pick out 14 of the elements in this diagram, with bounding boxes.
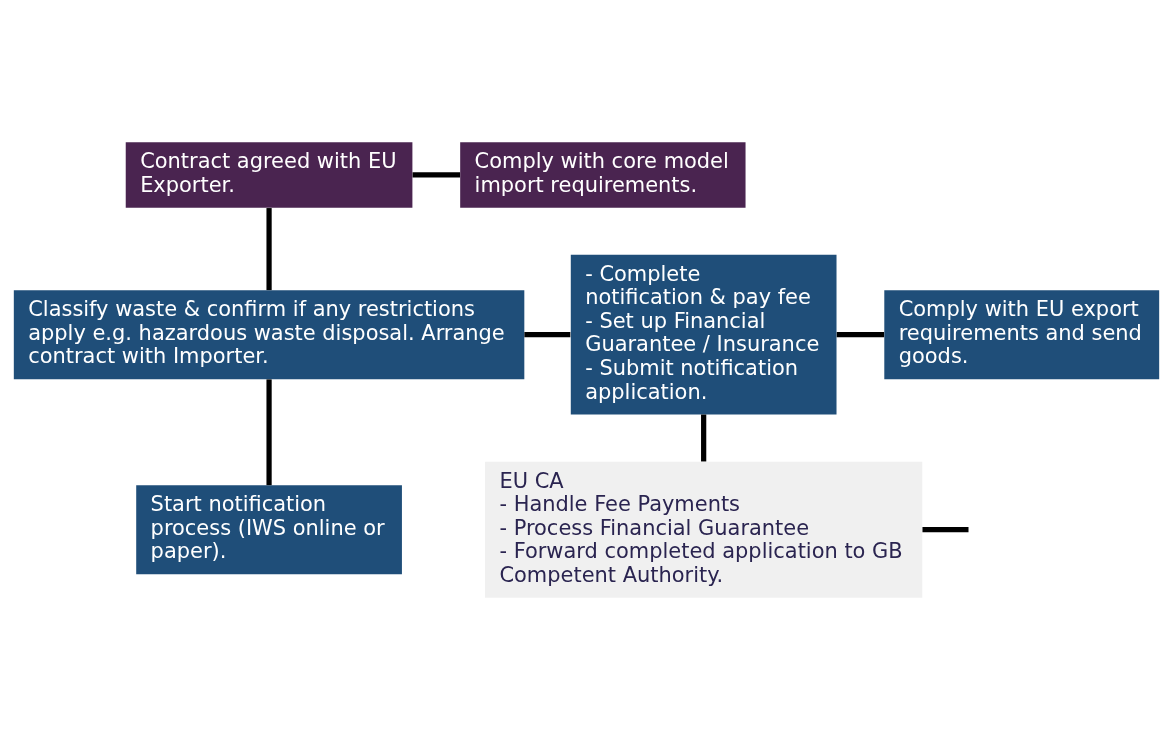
node-box: Comply with core model import requirements.: [460, 142, 746, 208]
node-box: Classify waste & confirm if any restrictions apply e.g. hazardous waste disposal. Arrange contract with Importer.: [13, 290, 525, 380]
connector: [701, 414, 707, 462]
connector: [266, 208, 272, 291]
node-box: - Complete notification & pay fee - Set up Financial Guarantee / Insurance - Submit notification application.: [570, 254, 837, 415]
connector: [412, 172, 460, 178]
node-box: Comply with EU export requirements and send goods.: [884, 290, 1160, 380]
connector: [266, 379, 272, 486]
node-box: Contract agreed with EU Exporter.: [125, 142, 413, 208]
node-box: EU CA - Handle Fee Payments - Process Financial Guarantee - Forward completed application to GB Competent Authority.: [485, 461, 923, 598]
node-box: Start notification process (IWS online or paper).: [136, 485, 402, 575]
connector: [836, 332, 885, 338]
connector: [922, 527, 969, 533]
connector: [524, 332, 571, 338]
